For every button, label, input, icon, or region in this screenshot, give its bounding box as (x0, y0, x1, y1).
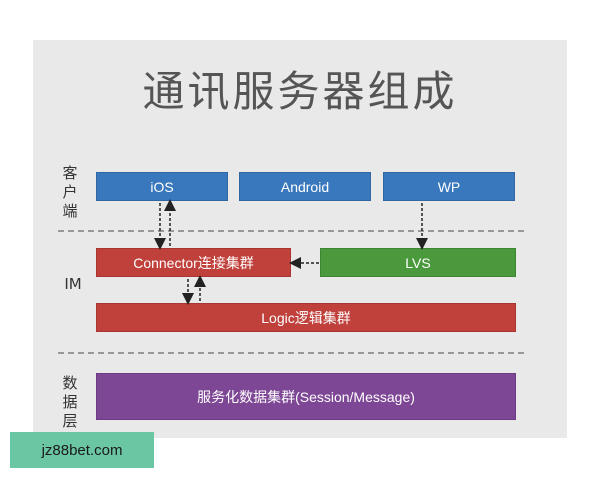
layer-label-im: IM (60, 275, 86, 294)
android-label: Android (280, 178, 330, 195)
layer-label-client-text: 客户端 (62, 164, 78, 220)
data-cluster-box: 服务化数据集群(Session/Message) (96, 373, 516, 420)
divider-client-im (58, 230, 524, 232)
diagram-title: 通讯服务器组成 (142, 67, 458, 116)
ios-box: iOS (96, 172, 228, 201)
lvs-label: LVS (405, 254, 431, 271)
android-box: Android (239, 172, 371, 201)
layer-label-data-text: 数据层 (62, 374, 78, 430)
lvs-box: LVS (320, 248, 516, 277)
data-cluster-label: 服务化数据集群(Session/Message) (197, 388, 415, 405)
watermark-text: jz88bet.com (41, 441, 123, 459)
connector-label: Connector连接集群 (133, 254, 254, 271)
wp-box: WP (383, 172, 515, 201)
watermark-badge: jz88bet.com (10, 432, 154, 468)
ios-label: iOS (150, 178, 174, 195)
logic-label: Logic逻辑集群 (261, 309, 351, 326)
logic-box: Logic逻辑集群 (96, 303, 516, 332)
layer-label-data: 数据层 (60, 374, 80, 431)
divider-im-data (58, 352, 524, 354)
layer-label-client: 客户端 (60, 164, 80, 221)
layer-label-im-text: IM (64, 275, 82, 293)
connector-box: Connector连接集群 (96, 248, 291, 277)
slide-background (33, 40, 567, 438)
wp-label: WP (437, 178, 461, 195)
